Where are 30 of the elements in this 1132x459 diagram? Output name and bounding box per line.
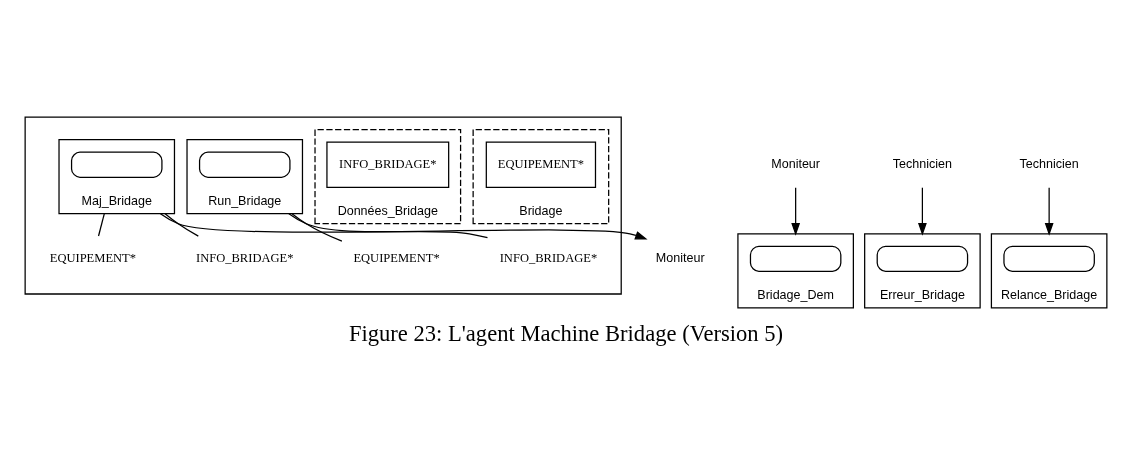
node-text: Technicien bbox=[892, 156, 952, 171]
node-box: EQUIPEMENT* bbox=[485, 141, 597, 188]
cluster bbox=[24, 115, 622, 295]
arrow bbox=[918, 186, 927, 236]
cluster: Run_Bridage bbox=[186, 138, 304, 214]
node-box: INFO_BRIDAGE* bbox=[326, 141, 450, 188]
cluster: Erreur_Bridage bbox=[864, 232, 981, 308]
arrow bbox=[791, 186, 801, 236]
connector bbox=[164, 212, 199, 237]
node-text: INFO_BRIDAGE* bbox=[499, 250, 598, 265]
connector bbox=[97, 212, 105, 237]
arrow bbox=[1044, 186, 1054, 236]
arrow bbox=[159, 212, 648, 240]
cluster: Bridage_Dem bbox=[737, 232, 854, 308]
node-text: INFO_BRIDAGE* bbox=[196, 250, 294, 265]
connector bbox=[288, 212, 489, 238]
cluster: Maj_Bridage bbox=[58, 138, 176, 214]
node-oval bbox=[198, 151, 291, 178]
node-oval bbox=[70, 151, 163, 178]
node-text: EQUIPEMENT* bbox=[49, 250, 137, 265]
node-text: EQUIPEMENT* bbox=[353, 250, 440, 265]
node-oval bbox=[1003, 245, 1095, 272]
connector bbox=[291, 212, 343, 242]
caption: Figure 23: L'agent Machine Bridage (Version 5) bbox=[348, 320, 784, 346]
node-text: Moniteur bbox=[655, 250, 705, 265]
node-oval bbox=[749, 245, 842, 272]
node-text: Moniteur bbox=[771, 156, 821, 171]
node-oval bbox=[876, 245, 969, 272]
node-text: Technicien bbox=[1019, 156, 1079, 171]
cluster: Relance_Bridage bbox=[990, 232, 1108, 308]
